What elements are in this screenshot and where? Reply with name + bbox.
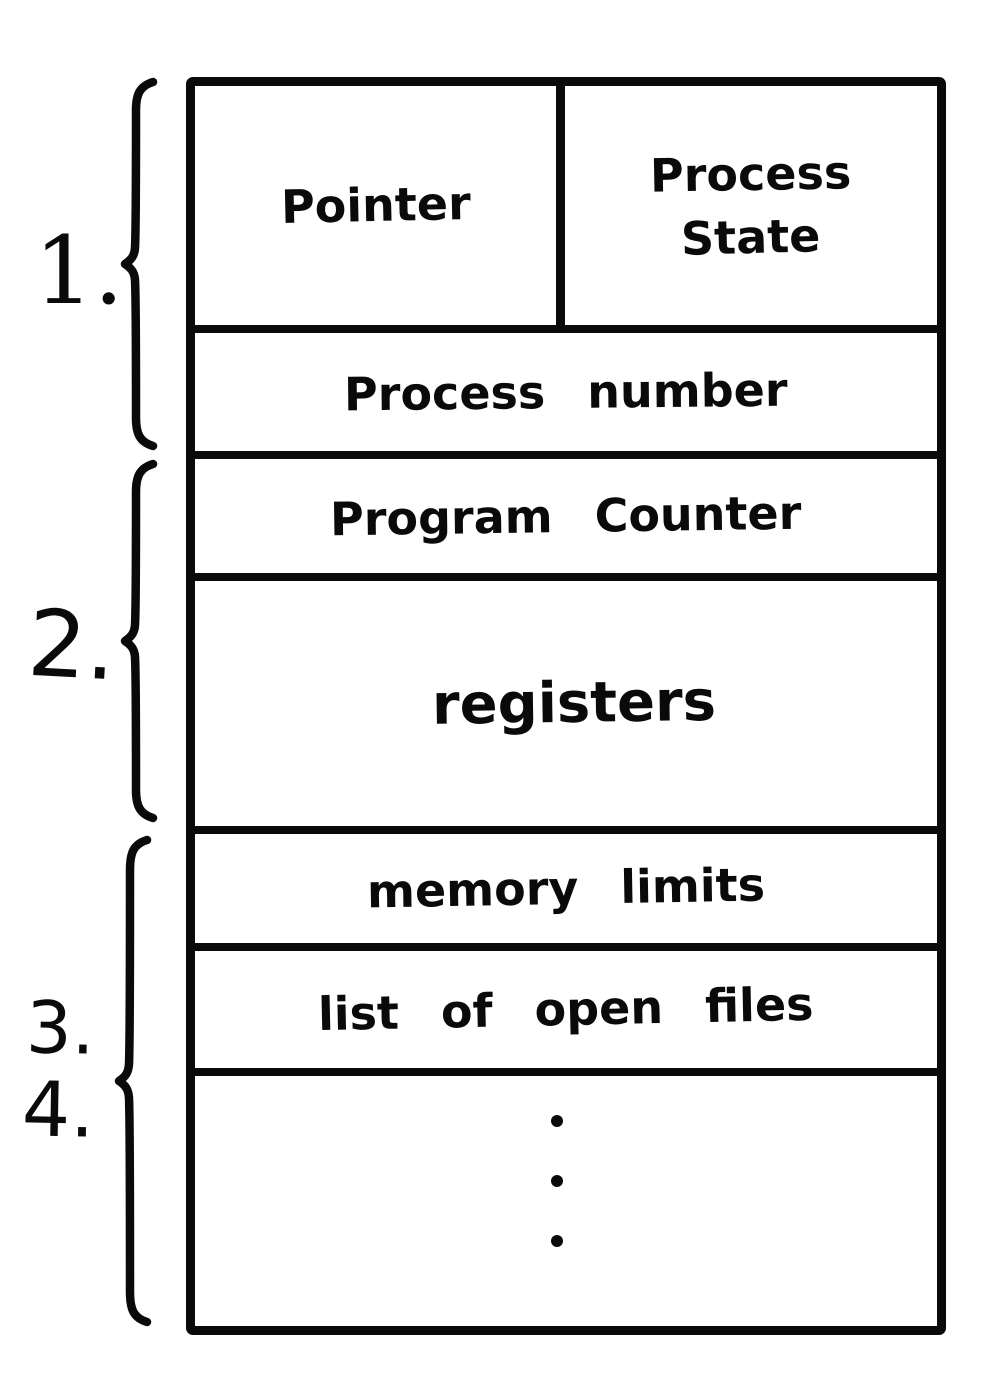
row-program-counter: Program Counter bbox=[195, 459, 937, 581]
curly-brace-icon-group-1 bbox=[120, 77, 158, 451]
process-state-label-line2: State bbox=[680, 207, 822, 266]
ellipsis-dot bbox=[551, 1115, 563, 1127]
group-label-4: 4. bbox=[21, 1064, 96, 1155]
registers-label: registers bbox=[431, 668, 717, 738]
row-memory-limits: memory limits bbox=[195, 834, 937, 951]
ellipsis-dot bbox=[551, 1235, 563, 1247]
pointer-label: Pointer bbox=[280, 176, 471, 235]
process-number-label: Process number bbox=[343, 362, 789, 422]
program-counter-label: Program Counter bbox=[329, 485, 803, 546]
curly-brace-icon-group-3-4 bbox=[114, 835, 152, 1327]
group-label-2: 2. bbox=[25, 589, 119, 702]
cell-process-state: Process State bbox=[565, 86, 937, 325]
pcb-table: Pointer Process State Process number Pro… bbox=[186, 77, 946, 1335]
ellipsis-dot bbox=[551, 1175, 563, 1187]
group-label-1: 1. bbox=[34, 217, 124, 326]
row-process-number: Process number bbox=[195, 333, 937, 459]
cell-pointer: Pointer bbox=[195, 86, 565, 325]
process-state-label-line1: Process bbox=[649, 145, 853, 203]
row-open-files: list of open files bbox=[195, 951, 937, 1076]
row-pointer-process-state: Pointer Process State bbox=[195, 86, 937, 333]
group-label-3: 3. bbox=[25, 985, 96, 1071]
memory-limits-label: memory limits bbox=[366, 857, 766, 919]
open-files-label: list of open files bbox=[317, 977, 815, 1042]
curly-brace-icon-group-2 bbox=[120, 459, 158, 823]
row-continuation-ellipsis bbox=[195, 1076, 937, 1326]
row-registers: registers bbox=[195, 581, 937, 834]
